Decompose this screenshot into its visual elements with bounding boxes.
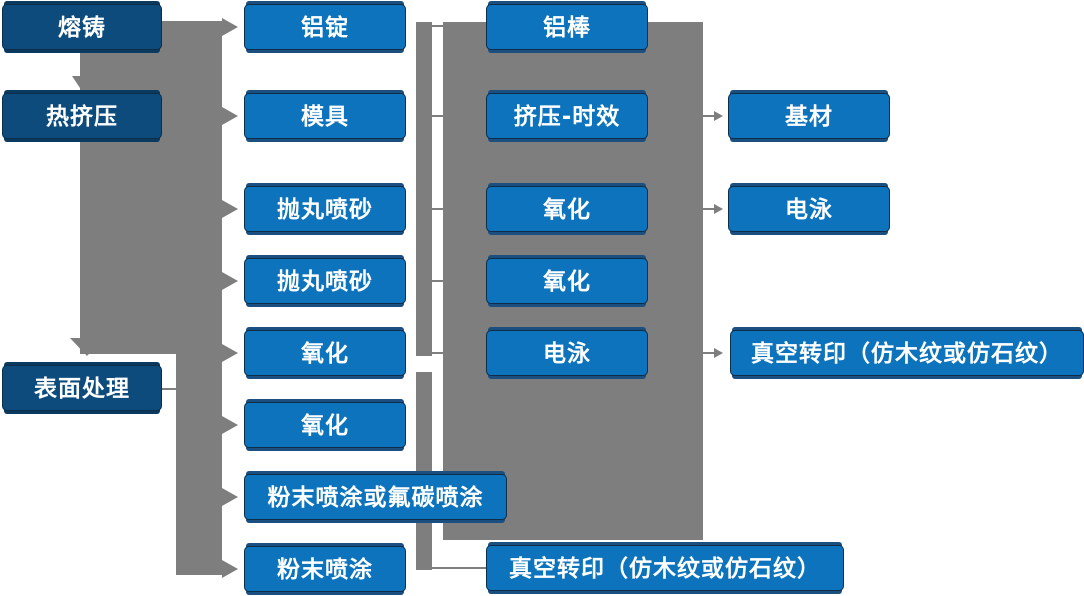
node-oxidation-3: 氧化 [486,186,648,232]
node-extrusion-aging: 挤压-时效 [486,93,648,139]
node-vacuum-transfer-1: 真空转印（仿木纹或仿石纹） [486,545,844,591]
line-to-vacuum-transfer-2 [703,352,714,354]
node-aluminum-rod: 铝棒 [486,4,648,50]
node-powder-or-fluorocarbon: 粉末喷涂或氟碳喷涂 [244,474,507,520]
stub-row-3 [432,208,445,210]
stub-row-2 [432,115,445,117]
trunk-left-narrow [176,354,222,575]
node-oxidation-4: 氧化 [486,258,648,304]
node-vacuum-transfer-2: 真空转印（仿木纹或仿石纹） [730,330,1084,376]
node-aluminum-ingot: 铝锭 [244,4,406,50]
arrowhead-to-powder-or-fluorocarbon-icon [222,488,238,506]
trunk-left-wide [80,21,222,354]
stub-to-vacuum-transfer-1 [432,567,488,569]
stub-row-4 [432,280,445,282]
node-powder-coating: 粉末喷涂 [244,546,406,592]
arrowhead-to-mold-icon [222,107,238,125]
node-hot-extrusion: 热挤压 [2,93,162,139]
node-mold: 模具 [244,93,406,139]
arrowhead-to-vacuum-transfer-2-icon [714,348,723,358]
node-base-material: 基材 [728,93,890,139]
bar-middle-upper [416,22,432,356]
arrowhead-to-oxidation-2-icon [222,416,238,434]
arrowhead-to-shot-blasting-1-icon [222,200,238,218]
line-surface-treatment-link [162,388,176,390]
node-oxidation-2: 氧化 [244,402,406,448]
node-electrophoresis-1: 电泳 [486,330,648,376]
node-melting-casting: 熔铸 [2,4,162,50]
bar-middle-lower [416,372,432,570]
stub-row-5 [432,352,445,354]
node-shot-blasting-2: 抛丸喷砂 [244,258,406,304]
node-oxidation-1: 氧化 [244,330,406,376]
arrowhead-to-electrophoresis-2-icon [714,204,723,214]
arrow-down-to-hot-extrusion-icon [72,76,88,88]
arrowhead-to-oxidation-1-icon [222,344,238,362]
line-to-electrophoresis-2 [703,208,714,210]
line-to-base-material [703,115,714,117]
node-surface-treatment: 表面处理 [2,365,162,411]
arrowhead-to-aluminum-ingot-icon [222,18,238,36]
arrowhead-to-powder-coating-icon [222,560,238,578]
node-electrophoresis-2: 电泳 [728,186,890,232]
arrowhead-to-base-material-icon [714,111,723,121]
arrowhead-to-shot-blasting-2-icon [222,272,238,290]
stub-row-1 [432,25,445,27]
arrow-down-to-surface-treatment-icon [70,338,104,356]
node-shot-blasting-1: 抛丸喷砂 [244,186,406,232]
